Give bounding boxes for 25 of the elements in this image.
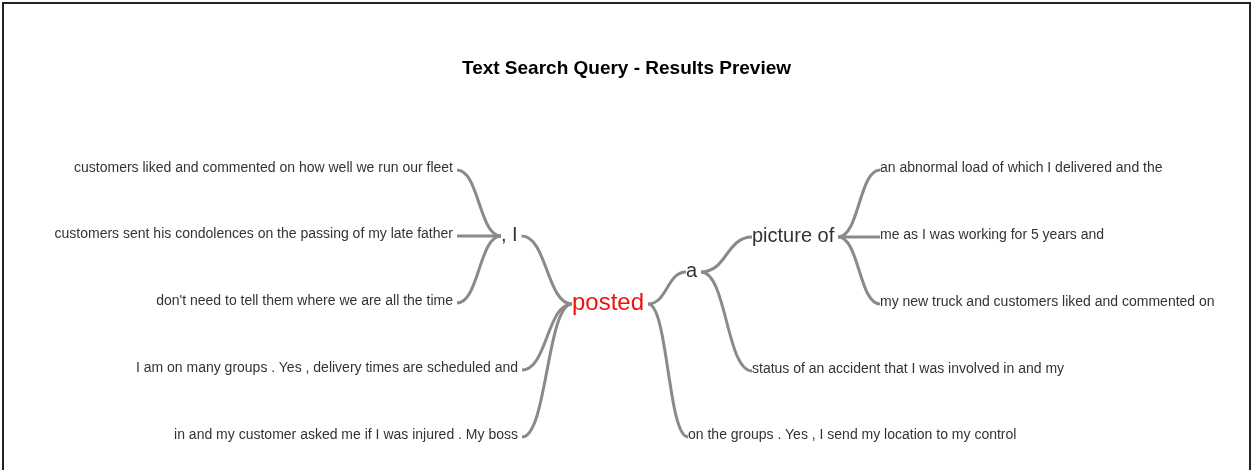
- phrase-text: status of an accident that I was involved in and my: [752, 360, 1065, 378]
- diagram-title: Text Search Query - Results Preview: [460, 56, 793, 80]
- word-text: picture of: [752, 222, 835, 248]
- phrase-text: in and my customer asked me if I was injured . My boss: [174, 426, 518, 444]
- branch-curve: [837, 235, 881, 306]
- phrase-text: me as I was working for 5 years and: [880, 226, 1105, 244]
- branch-curve: [837, 168, 881, 239]
- word-text: , I: [501, 221, 518, 247]
- root-word: posted: [572, 287, 645, 317]
- phrase-text: I am on many groups . Yes , delivery times are scheduled and: [135, 359, 518, 377]
- branch-curve: [700, 235, 753, 274]
- branch-curve: [700, 270, 753, 373]
- phrase-text: my new truck and customers liked and commented on: [880, 293, 1215, 311]
- word-text: a: [686, 257, 698, 283]
- phrase-text: an abnormal load of which I delivered and the: [880, 159, 1163, 177]
- phrase-text: customers sent his condolences on the passing of my late father: [54, 225, 453, 243]
- phrase-text: on the groups . Yes , I send my location to my control: [688, 426, 1017, 444]
- branch-curve: [521, 302, 573, 439]
- branch-curve: [456, 234, 502, 305]
- branch-curve: [647, 270, 687, 306]
- branch-curve: [521, 234, 573, 306]
- phrase-text: customers liked and commented on how well we run our fleet: [74, 159, 453, 177]
- phrase-text: don't need to tell them where we are all the time: [156, 292, 453, 310]
- branch-curve: [456, 168, 502, 238]
- branch-curve: [647, 302, 689, 439]
